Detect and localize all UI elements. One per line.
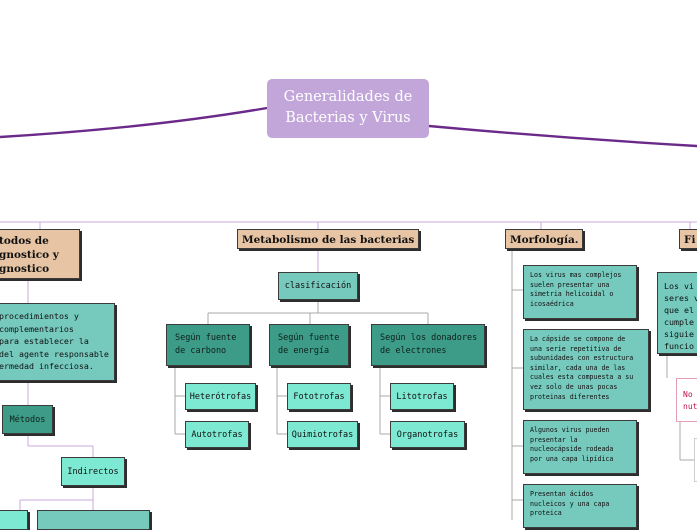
root-title-line1: Generalidades de <box>283 89 413 105</box>
fi-desc-line6: funcio <box>664 341 694 351</box>
clasificacion-label: clasificación <box>284 281 352 291</box>
diagnostico-line3: gnostico <box>0 263 50 275</box>
metodos-label: Métodos <box>9 414 46 425</box>
morfologia-item-1[interactable]: Los virus mas complejos suelen presentar… <box>523 265 637 319</box>
diag-desc-line5: ermedad infecciosa. <box>0 361 94 371</box>
morf4-line2: nucleicos y una capa <box>530 499 610 508</box>
segun-carbono-node[interactable]: Según fuente de carbono <box>166 324 250 366</box>
morf1-line4: icosaédrica <box>530 299 574 308</box>
morf2-line2: una serie repetitiva de <box>530 344 622 353</box>
morfologia-item-4[interactable]: Presentan ácidos nucleicos y una capa pr… <box>523 484 637 528</box>
segun-energia-node[interactable]: Según fuente de energía <box>269 324 349 366</box>
morf1-line2: suelen presentar una <box>530 280 610 289</box>
organotrofas-node[interactable]: Organotrofas <box>390 421 465 448</box>
morf3-line3: nucleocápside rodeada <box>530 445 614 454</box>
fi-desc-line4: cumple <box>664 317 694 327</box>
diagnostico-line2: gnostico y <box>0 249 59 261</box>
morf2-line7: proteinas diferentes <box>530 392 610 401</box>
diag-desc-line2: complementarios <box>0 323 74 334</box>
segun-carbono-line2: de carbono <box>175 346 227 356</box>
directos-stub-node[interactable] <box>0 510 28 530</box>
diagnostico-header[interactable]: todos de gnostico y gnostico <box>0 229 80 279</box>
morf2-line4: similar, cada una de las <box>530 363 626 372</box>
morf3-line4: por una capa lipídica <box>530 454 614 463</box>
segun-energia-line1: Según fuente <box>278 333 340 343</box>
quimiotrofas-node[interactable]: Quimiotrofas <box>287 421 358 448</box>
fi-desc-line1: Los vi <box>664 281 694 291</box>
fi-desc-line2: seres v <box>664 293 697 303</box>
morfologia-item-2[interactable]: La cápside se compone de una serie repet… <box>523 329 649 410</box>
fi-desc-line3: que el <box>664 305 694 315</box>
diagnostico-description[interactable]: procedimientos y complementarios para es… <box>0 303 115 381</box>
diagnostico-line1: todos de <box>0 235 49 247</box>
segun-energia-line2: de energía <box>278 346 330 356</box>
segun-carbono-line1: Según fuente <box>175 333 237 343</box>
autotrofas-node[interactable]: Autotrofas <box>185 421 249 448</box>
indirectos-label: Indirectos <box>67 466 119 477</box>
metabolismo-header[interactable]: Metabolismo de las bacterias <box>237 229 420 249</box>
pink-note[interactable]: No nut <box>676 378 697 422</box>
fi-label: Fi <box>684 234 696 246</box>
morfologia-header[interactable]: Morfología. <box>505 229 584 249</box>
fi-header[interactable]: Fi <box>679 229 697 249</box>
litotrofas-label: Litotrofas <box>396 391 448 402</box>
fi-description[interactable]: Los vi seres v que el cumple siguie func… <box>657 272 697 354</box>
heterotrofas-node[interactable]: Heterótrofas <box>185 383 256 410</box>
morf2-line1: La cápside se compone de <box>530 335 626 343</box>
morf2-line5: cuales esta compuesta a su <box>530 373 634 382</box>
morf4-line3: proteica <box>530 509 562 518</box>
heterotrofas-label: Heterótrofas <box>189 391 252 402</box>
metodos-node[interactable]: Métodos <box>2 405 53 434</box>
morfologia-label: Morfología. <box>510 234 579 246</box>
root-title-line2: Bacterias y Virus <box>285 110 411 126</box>
morfologia-item-3[interactable]: Algunos virus pueden presentar la nucleo… <box>523 420 637 474</box>
morf4-line1: Presentan ácidos <box>530 490 594 498</box>
fototrofas-label: Fototrofas <box>293 391 345 402</box>
diag-desc-line1: procedimientos y <box>0 311 79 321</box>
fototrofas-node[interactable]: Fototrofas <box>287 383 351 410</box>
clasificacion-node[interactable]: clasificación <box>278 272 358 300</box>
morf2-line6: vez solo de unas pocas <box>530 382 618 391</box>
autotrofas-label: Autotrofas <box>191 429 243 440</box>
quimiotrofas-label: Quimiotrofas <box>291 429 354 440</box>
morf1-line1: Los virus mas complejos <box>530 271 622 279</box>
pink-note-line2: nut <box>683 402 697 411</box>
pink-note-line1: No <box>683 390 693 399</box>
segun-donadores-line2: de electrones <box>380 346 447 356</box>
root-node[interactable]: Generalidades de Bacterias y Virus <box>267 79 429 138</box>
indirectos-child-stub[interactable] <box>37 510 150 530</box>
indirectos-node[interactable]: Indirectos <box>61 457 125 486</box>
metabolismo-label: Metabolismo de las bacterias <box>242 234 415 246</box>
morf3-line1: Algunos virus pueden <box>530 426 610 434</box>
fi-desc-line5: siguie <box>664 329 694 339</box>
morf3-line2: presentar la <box>530 435 578 444</box>
fi-child-stub[interactable] <box>694 438 697 482</box>
organotrofas-label: Organotrofas <box>396 429 459 440</box>
diag-desc-line3: para establecer la <box>0 336 89 346</box>
segun-donadores-line1: Según los donadores <box>380 333 478 343</box>
morf1-line3: simetria helicoidal o <box>530 290 614 299</box>
segun-donadores-node[interactable]: Según los donadores de electrones <box>371 324 485 366</box>
diag-desc-line4: del agente responsable <box>0 348 109 359</box>
morf2-line3: subunidades con estructura <box>530 354 634 363</box>
litotrofas-node[interactable]: Litotrofas <box>390 383 454 410</box>
